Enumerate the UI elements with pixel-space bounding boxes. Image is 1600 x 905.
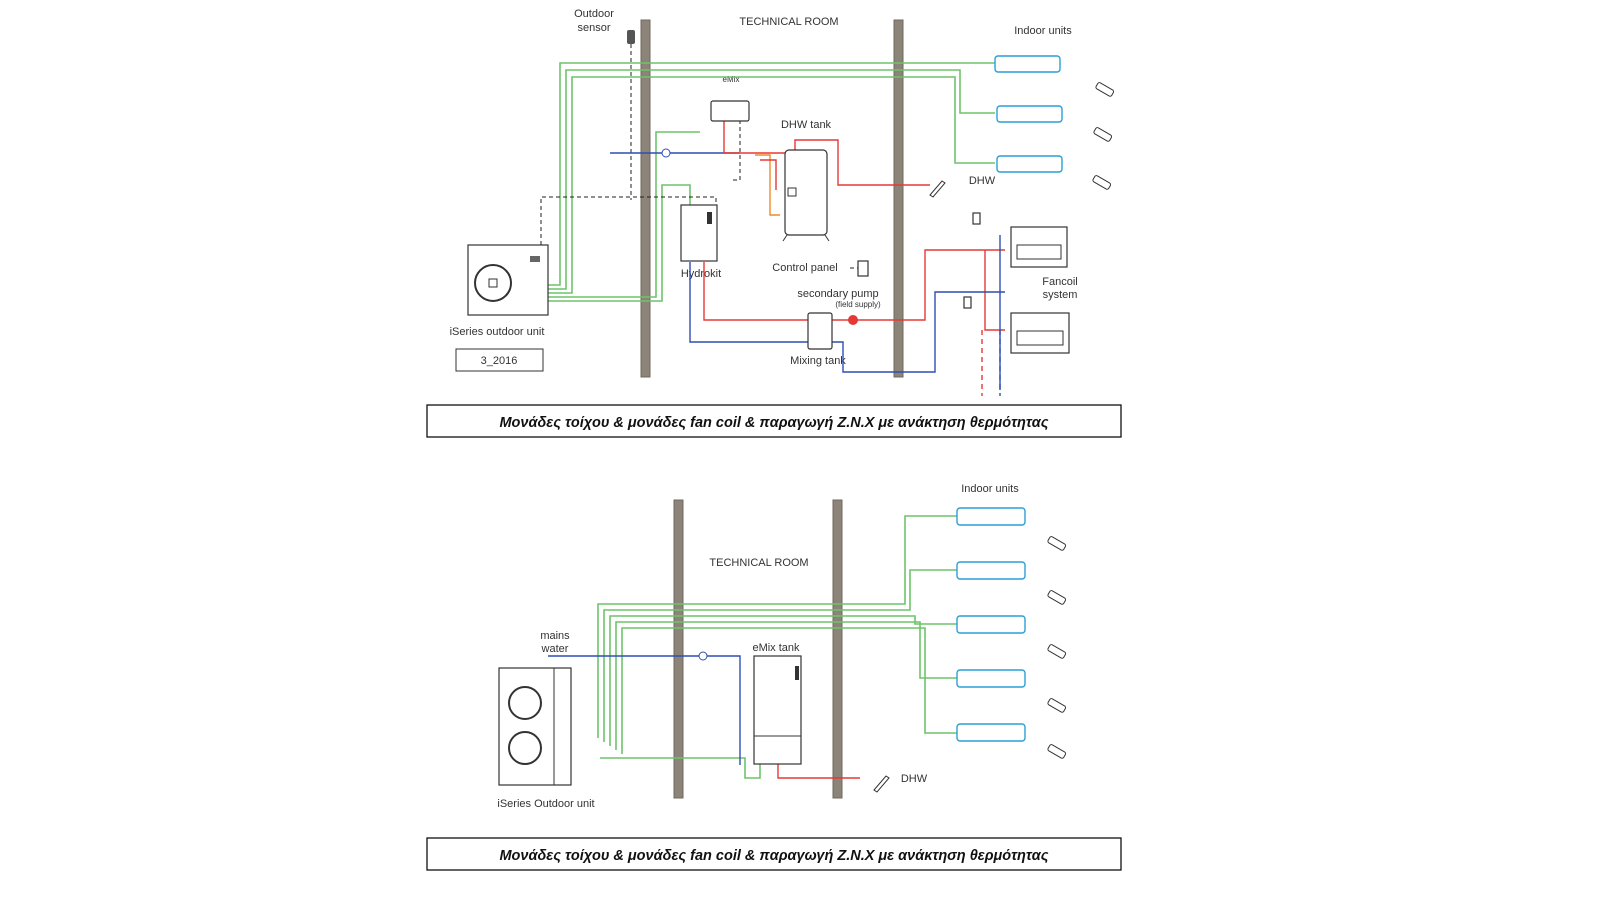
remote-control-icon-1-2	[1093, 127, 1113, 142]
mains-water-line-2	[548, 655, 741, 765]
control-panel-icon	[857, 260, 869, 277]
fancoil-supply-2	[984, 250, 1005, 331]
indoor-unit-1-2	[996, 105, 1063, 123]
fancoil-unit-1	[1010, 226, 1068, 268]
outdoor-unit-1	[467, 244, 549, 316]
indoor-units-label-2: Indoor units	[961, 483, 1019, 495]
tap-icon-2	[873, 775, 890, 793]
outdoor-unit-label-2: iSeries Outdoor unit	[497, 798, 594, 810]
dhw-line-2	[777, 762, 860, 779]
caption-box-1	[426, 404, 1122, 438]
indoor-unit-2-5	[956, 723, 1026, 742]
mains-water-valve	[661, 148, 671, 158]
fancoil-supply	[832, 249, 1005, 321]
thermostat-icon-2	[963, 296, 972, 309]
refrigerant-line-2-2	[603, 569, 957, 742]
mixing-tank-label: Mixing tank	[790, 355, 846, 367]
fan-icon-2a	[508, 686, 542, 720]
refrigerant-line-4	[548, 131, 700, 298]
indoor-unit-2-3	[956, 615, 1026, 634]
hydrokit-label: Hydrokit	[681, 268, 721, 280]
mains-valve-2	[698, 651, 708, 661]
dhw-tank-label: DHW tank	[781, 119, 832, 131]
control-panel-label: Control panel	[772, 262, 837, 274]
emix-label: eMix	[723, 75, 740, 84]
fancoil-label-line2: system	[1043, 289, 1078, 301]
refrigerant-line-1	[548, 62, 995, 286]
comm-line-emix	[730, 120, 741, 181]
dhw-tank	[782, 149, 830, 242]
remote-control-icon-2-5	[1047, 744, 1067, 759]
hydrokit-panel	[707, 212, 712, 224]
wall-left	[640, 19, 651, 378]
fancoil-unit-2	[1010, 312, 1070, 354]
wall-right	[893, 19, 904, 378]
indoor-unit-2-2	[956, 561, 1026, 580]
mains-water-line2: water	[541, 643, 569, 655]
technical-room-label-1: TECHNICAL ROOM	[739, 16, 838, 28]
indoor-unit-1-3	[996, 155, 1063, 173]
refrigerant-line-5	[548, 184, 691, 302]
diagram-1: Outdoor sensor TECHNICAL ROOM Indoor uni…	[426, 8, 1122, 438]
outdoor-unit-label-1: iSeries outdoor unit	[450, 326, 545, 338]
caption-box-2	[426, 837, 1122, 871]
mixing-tank	[807, 312, 833, 350]
thermostat-icon-1	[972, 212, 981, 225]
refrigerant-line-2-5	[621, 627, 957, 754]
diagram-2: Indoor units TECHNICAL ROOM mains water …	[426, 483, 1122, 871]
dhw-label-2: DHW	[901, 773, 928, 785]
fan-icon	[474, 264, 512, 302]
fancoil-return	[832, 291, 1005, 373]
indoor-unit-2-4	[956, 669, 1026, 688]
fancoil-label-line1: Fancoil	[1042, 276, 1077, 288]
indoor-unit-1-1	[994, 55, 1061, 73]
remote-control-icon-2-4	[1047, 698, 1067, 713]
outdoor-unit-2	[498, 667, 572, 786]
hot-line-emix	[723, 120, 930, 186]
remote-control-icon-2-2	[1047, 590, 1067, 605]
orange-loop	[755, 154, 780, 216]
remote-control-icon-1-3	[1092, 175, 1112, 190]
mains-water-line1: mains	[540, 630, 570, 642]
model-code: 3_2016	[481, 355, 518, 367]
wall-right-2	[832, 499, 843, 799]
comm-line	[540, 196, 717, 245]
remote-control-icon-2-3	[1047, 644, 1067, 659]
wall-left-2	[673, 499, 684, 799]
outdoor-sensor-icon	[627, 30, 635, 44]
fan-icon-2b	[508, 731, 542, 765]
outdoor-sensor-label-line2: sensor	[577, 22, 610, 34]
outdoor-sensor-label-line1: Outdoor	[574, 8, 614, 20]
caption-2: Μονάδες τοίχου & μονάδες fan coil & παρα…	[499, 848, 1048, 864]
remote-control-icon-2-1	[1047, 536, 1067, 551]
secondary-pump-label: secondary pump	[797, 288, 878, 300]
refrigerant-line-3	[548, 76, 995, 294]
refrigerant-line-2-6	[600, 757, 761, 779]
refrigerant-line-2-1	[597, 515, 957, 738]
dhw-label-1: DHW	[969, 175, 996, 187]
indoor-units-label-1: Indoor units	[1014, 25, 1072, 37]
technical-room-label-2: TECHNICAL ROOM	[709, 557, 808, 569]
secondary-pump-icon	[848, 315, 858, 325]
emix-tank	[753, 655, 802, 765]
refrigerant-line-2-3	[609, 615, 957, 746]
refrigerant-line-2	[548, 69, 995, 290]
field-supply-label: (field supply)	[835, 300, 881, 309]
caption-1: Μονάδες τοίχου & μονάδες fan coil & παρα…	[499, 415, 1048, 431]
refrigerant-line-2-4	[615, 621, 957, 750]
tap-icon-1	[929, 180, 946, 198]
model-code-box	[455, 348, 544, 372]
hydrokit-supply	[703, 262, 808, 321]
emix-unit	[710, 100, 750, 122]
indoor-unit-2-1	[956, 507, 1026, 526]
remote-control-icon-1-1	[1095, 82, 1115, 97]
red-tank-feed	[760, 159, 777, 190]
hydrokit-return	[689, 262, 808, 343]
emix-tank-label: eMix tank	[752, 642, 800, 654]
